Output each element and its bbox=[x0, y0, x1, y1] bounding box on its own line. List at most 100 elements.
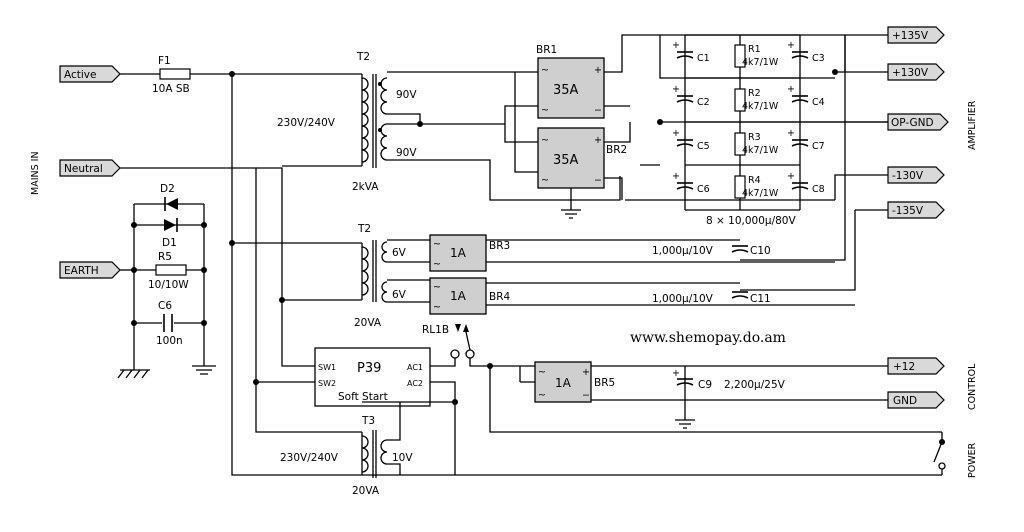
r4-label: R4 bbox=[748, 175, 761, 186]
svg-text:−: − bbox=[594, 175, 602, 186]
sw1-label: SW1 bbox=[318, 363, 336, 372]
svg-text:−: − bbox=[582, 390, 590, 401]
ac2-label: AC2 bbox=[407, 379, 423, 388]
p12-label: +12 bbox=[893, 361, 915, 373]
svg-text:~: ~ bbox=[541, 175, 549, 186]
svg-text:~: ~ bbox=[538, 390, 546, 401]
c10-label: C10 bbox=[750, 245, 771, 257]
r2-value: 4k7/1W bbox=[742, 101, 779, 112]
neutral-label: Neutral bbox=[64, 163, 103, 175]
t2-top-label: T2 bbox=[356, 51, 370, 63]
relay-contact-b bbox=[465, 349, 475, 359]
svg-text:~: ~ bbox=[433, 282, 441, 293]
svg-text:+: + bbox=[672, 368, 680, 379]
m135-label: -135V bbox=[892, 205, 924, 217]
svg-text:~: ~ bbox=[541, 105, 549, 116]
br2-value: 35A bbox=[553, 153, 579, 168]
capacitor-c4: + bbox=[787, 84, 809, 103]
svg-text:+: + bbox=[787, 40, 795, 51]
diode-d1 bbox=[164, 219, 176, 231]
power-label: POWER bbox=[967, 442, 978, 478]
output-tag-p130: +130V bbox=[887, 63, 945, 81]
input-tag-earth: EARTH bbox=[59, 261, 121, 279]
capacitor-c3: + bbox=[787, 40, 809, 59]
resistor-r1 bbox=[734, 44, 746, 68]
c6-left-label: C6 bbox=[158, 300, 172, 312]
transformer-t3 bbox=[361, 430, 388, 478]
resistor-r5 bbox=[155, 264, 187, 276]
t2b-sec1-label: 6V bbox=[392, 247, 407, 259]
power-switch bbox=[933, 441, 943, 463]
website-text: www.shemopay.do.am bbox=[630, 330, 786, 346]
bridge-br4: 1A ~ ~ bbox=[429, 277, 487, 315]
br5-value: 1A bbox=[555, 376, 572, 390]
svg-text:+: + bbox=[594, 65, 602, 76]
bridge-br2: 35A ~~ +− bbox=[537, 127, 605, 189]
input-tag-neutral: Neutral bbox=[59, 159, 121, 177]
c6-label: C6 bbox=[697, 184, 710, 195]
m130-label: -130V bbox=[892, 170, 924, 182]
svg-text:~: ~ bbox=[541, 65, 549, 76]
transformer-t2-aux bbox=[361, 240, 388, 303]
c4-label: C4 bbox=[812, 97, 825, 108]
svg-text:~: ~ bbox=[433, 302, 441, 313]
r5-label: R5 bbox=[158, 251, 172, 263]
svg-text:~: ~ bbox=[433, 239, 441, 250]
c9-label: C9 bbox=[698, 379, 712, 391]
resistor-r2 bbox=[734, 88, 746, 112]
svg-text:+: + bbox=[672, 40, 680, 51]
c2-label: C2 bbox=[697, 97, 710, 108]
br4-value: 1A bbox=[450, 289, 467, 303]
r3-value: 4k7/1W bbox=[742, 145, 779, 156]
svg-text:+: + bbox=[787, 171, 795, 182]
control-label: CONTROL bbox=[967, 363, 978, 410]
p39-label: P39 bbox=[357, 361, 381, 376]
br3-value: 1A bbox=[450, 246, 467, 260]
t2-mid-label: T2 bbox=[357, 223, 371, 235]
c1-label: C1 bbox=[697, 53, 710, 64]
sw2-label: SW2 bbox=[318, 379, 336, 388]
br3-label: BR3 bbox=[489, 240, 510, 252]
output-tag-p12: +12 bbox=[887, 357, 945, 375]
c9-value: 2,200µ/25V bbox=[724, 379, 786, 391]
c8-label: C8 bbox=[812, 184, 825, 195]
svg-text:~: ~ bbox=[433, 259, 441, 270]
capacitor-c5: + bbox=[672, 128, 694, 147]
d1-label: D1 bbox=[162, 237, 177, 249]
c5-label: C5 bbox=[697, 141, 710, 152]
br4-label: BR4 bbox=[489, 291, 510, 303]
output-tag-p135: +135V bbox=[887, 26, 945, 44]
r1-value: 4k7/1W bbox=[742, 57, 779, 68]
r5-value: 10/10W bbox=[148, 279, 189, 291]
resistor-r4 bbox=[734, 175, 746, 199]
svg-text:+: + bbox=[787, 84, 795, 95]
opgnd-label: OP-GND bbox=[891, 117, 934, 129]
br2-label: BR2 bbox=[606, 144, 627, 156]
r1-label: R1 bbox=[748, 44, 761, 55]
r4-value: 4k7/1W bbox=[742, 188, 779, 199]
svg-text:+: + bbox=[672, 171, 680, 182]
output-tag-m130: -130V bbox=[887, 166, 945, 184]
svg-text:~: ~ bbox=[541, 135, 549, 146]
r3-label: R3 bbox=[748, 132, 761, 143]
d2-label: D2 bbox=[160, 183, 175, 195]
f1-label: F1 bbox=[158, 55, 171, 67]
c11-value: 1,000µ/10V bbox=[652, 293, 714, 305]
output-tag-gnd: GND bbox=[887, 391, 945, 409]
transformer-t2 bbox=[361, 74, 388, 168]
t2-sec2-label: 90V bbox=[396, 147, 417, 159]
t2-rating-label: 2kVA bbox=[352, 181, 379, 193]
t2b-rating-label: 20VA bbox=[354, 317, 382, 329]
t3-sec-label: 10V bbox=[392, 452, 413, 464]
br5-label: BR5 bbox=[594, 377, 615, 389]
svg-text:+: + bbox=[672, 128, 680, 139]
c6-left-value: 100n bbox=[156, 335, 183, 347]
active-label: Active bbox=[64, 69, 96, 81]
c10-value: 1,000µ/10V bbox=[652, 245, 714, 257]
r2-label: R2 bbox=[748, 88, 761, 99]
diode-d2 bbox=[166, 198, 178, 210]
capacitor-c1: + bbox=[672, 40, 694, 59]
t2-primary-label: 230V/240V bbox=[277, 117, 336, 129]
